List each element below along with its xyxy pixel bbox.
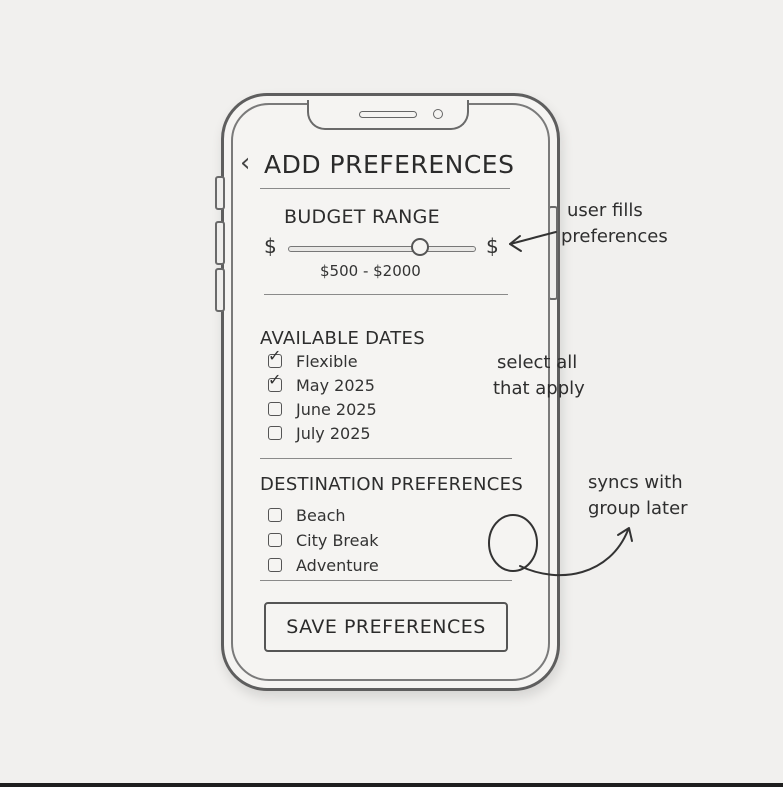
destination-option[interactable]: Adventure	[268, 554, 379, 576]
destination-option-label: Adventure	[296, 555, 379, 575]
date-option[interactable]: ✓ May 2025	[268, 372, 375, 396]
checkbox-unchecked[interactable]	[268, 533, 282, 547]
budget-divider	[264, 294, 508, 295]
annotation-syncs: syncs with group later	[588, 470, 688, 522]
destination-option-label: Beach	[296, 505, 346, 525]
destinations-divider	[260, 580, 512, 581]
checkbox-unchecked[interactable]	[268, 402, 282, 416]
annotation-line: select all	[497, 352, 578, 373]
bottom-border	[0, 783, 783, 787]
date-option-label: Flexible	[296, 351, 358, 371]
dollar-min-icon: $	[264, 234, 277, 258]
checkbox-unchecked[interactable]	[268, 508, 282, 522]
budget-range-value: $500 - $2000	[320, 262, 421, 280]
checkbox-unchecked[interactable]	[268, 558, 282, 572]
annotation-line: that apply	[493, 378, 585, 399]
app-screen: ‹ ADD PREFERENCES BUDGET RANGE $ $ $500 …	[224, 96, 557, 688]
side-button-volume-down	[215, 268, 225, 312]
check-icon: ✓	[268, 346, 282, 365]
check-icon: ✓	[268, 370, 282, 389]
date-option-label: June 2025	[296, 399, 377, 419]
annotation-line: user fills	[567, 200, 643, 221]
arrow-to-slider-head	[509, 235, 522, 252]
checkbox-unchecked[interactable]	[268, 426, 282, 440]
phone-frame: ‹ ADD PREFERENCES BUDGET RANGE $ $ $500 …	[215, 93, 560, 691]
annotation-line: preferences	[561, 226, 668, 247]
save-preferences-button[interactable]: SAVE PREFERENCES	[264, 602, 508, 652]
destination-preferences-label: DESTINATION PREFERENCES	[260, 474, 524, 495]
date-option[interactable]: ✓ Flexible	[268, 348, 358, 372]
annotation-line: group later	[588, 498, 688, 519]
dollar-max-icon: $	[486, 234, 499, 258]
annotation-line: syncs with	[588, 472, 683, 493]
side-button-volume-up	[215, 221, 225, 265]
date-option-label: May 2025	[296, 375, 375, 395]
annotation-user-fills: user fills preferences	[561, 198, 668, 250]
header: ‹ ADD PREFERENCES	[240, 148, 520, 184]
destination-option-label: City Break	[296, 530, 379, 550]
page-title: ADD PREFERENCES	[264, 150, 515, 179]
camera-icon	[433, 109, 443, 119]
side-button-mute	[215, 176, 225, 210]
annotation-select-all: select all that apply	[493, 350, 585, 402]
date-option[interactable]: July 2025	[268, 422, 371, 444]
date-option-label: July 2025	[296, 423, 371, 443]
date-option[interactable]: June 2025	[268, 398, 377, 420]
available-dates-label: AVAILABLE DATES	[260, 328, 425, 349]
budget-range-label: BUDGET RANGE	[284, 206, 440, 228]
destination-option[interactable]: Beach	[268, 504, 346, 526]
circle-highlight	[488, 514, 538, 572]
chevron-left-icon[interactable]: ‹	[240, 148, 251, 178]
dates-divider	[260, 458, 512, 459]
budget-slider-thumb[interactable]	[411, 238, 430, 256]
budget-slider-track[interactable]	[288, 246, 476, 252]
phone-notch	[307, 100, 469, 130]
arrow-from-circle-head	[617, 527, 633, 542]
destination-option[interactable]: City Break	[268, 529, 379, 551]
arrow-to-slider	[509, 231, 557, 245]
title-divider	[260, 188, 510, 189]
arrow-from-circle	[519, 529, 629, 577]
speaker-grille	[359, 111, 417, 118]
checkbox-checked[interactable]: ✓	[268, 372, 282, 392]
checkbox-checked[interactable]: ✓	[268, 348, 282, 368]
